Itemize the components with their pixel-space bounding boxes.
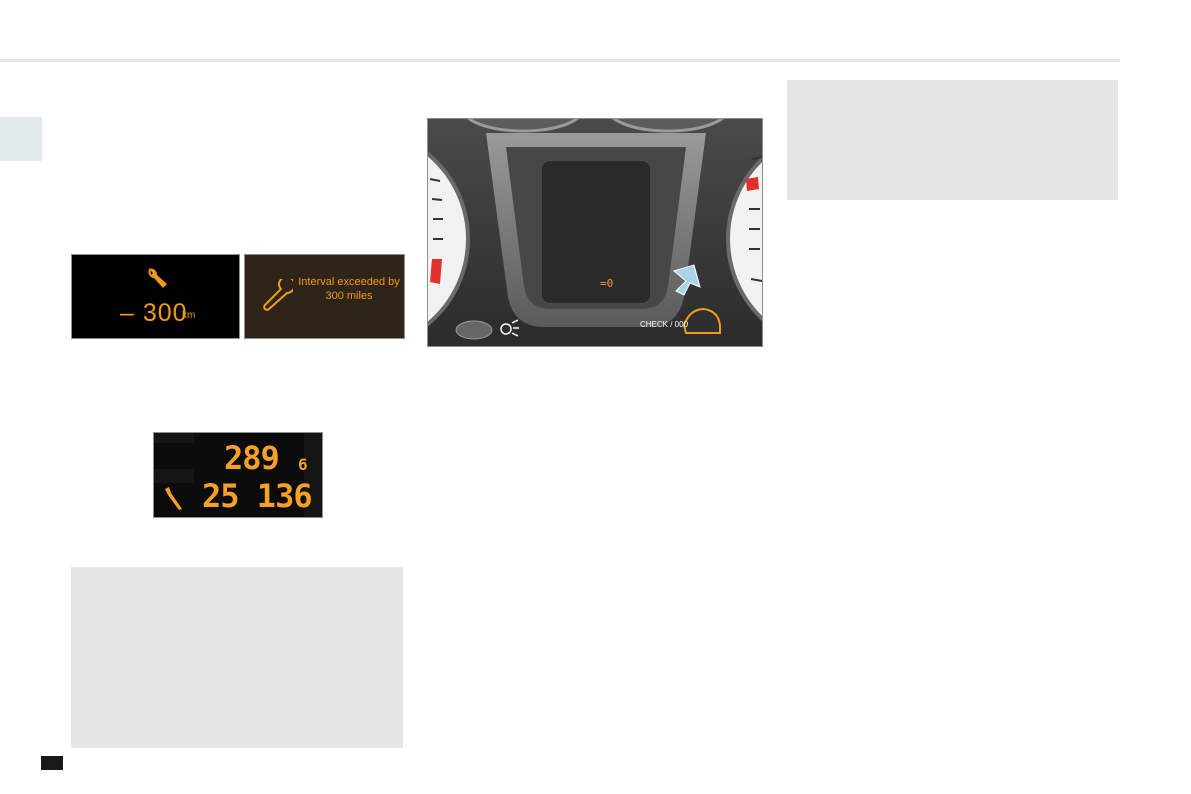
spanner-icon — [263, 279, 293, 311]
check-button-caption: CHECK / 000 — [640, 320, 689, 329]
service-remaining-unit: km — [182, 310, 196, 321]
note-box-bottom — [71, 567, 403, 748]
spanner-icon — [165, 487, 182, 510]
top-rule — [0, 59, 1120, 62]
arrow-icon — [672, 264, 701, 296]
cluster-drawing — [428, 119, 762, 346]
trip-distance-decimal: 6 — [298, 455, 308, 474]
spanner-icon — [148, 268, 167, 288]
page-marker — [41, 756, 63, 770]
service-display-miles: Interval exceeded by 300 miles — [244, 254, 405, 339]
instrument-cluster-illustration: =0 CHECK / 000 — [427, 118, 763, 347]
note-box-top — [787, 80, 1118, 200]
chapter-tab — [0, 117, 42, 161]
total-mileage: 25 136 — [202, 477, 313, 515]
trip-distance: 289 — [224, 439, 280, 477]
service-remaining-value: – 300 — [120, 299, 188, 327]
odometer-display: 289 6 25 136 — [153, 432, 323, 518]
interval-exceeded-message: Interval exceeded by 300 miles — [298, 276, 400, 302]
lighting-icon — [500, 319, 519, 337]
service-display-km: – 300 km — [71, 254, 240, 339]
lcd-readout: =0 — [600, 277, 614, 290]
